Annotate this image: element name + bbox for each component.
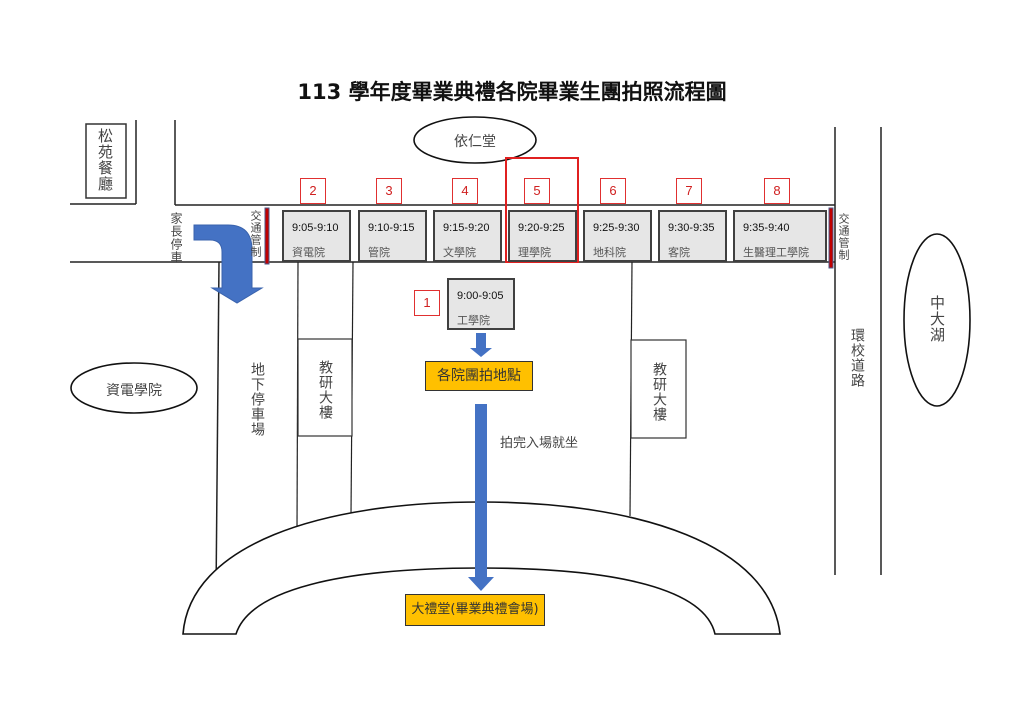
auditorium-box[interactable]: 大禮堂(畢業典禮會場) [405, 594, 545, 626]
college-box-4[interactable]: 9:15-9:20 文學院 [433, 210, 502, 262]
college-time: 9:25-9:30 [593, 222, 640, 234]
college-name: 資電院 [292, 246, 325, 259]
college-time: 9:35-9:40 [743, 222, 790, 234]
research-building-right [630, 339, 687, 439]
order-badge-6: 6 [600, 178, 626, 204]
lake-label: 中大湖 [928, 295, 946, 343]
order-badge-5: 5 [524, 178, 550, 204]
college-time: 9:05-9:10 [292, 222, 339, 234]
college-name: 工學院 [457, 314, 490, 327]
college-box-7[interactable]: 9:30-9:35 客院 [658, 210, 727, 262]
traffic-barrier-right [828, 207, 834, 269]
order-badge-8: 8 [764, 178, 790, 204]
order-badge-1: 1 [414, 290, 440, 316]
college-name: 管院 [368, 246, 390, 259]
traffic-control-right-label: 交通管制 [837, 213, 850, 261]
highlight-frame [505, 157, 579, 263]
college-name: 地科院 [593, 246, 626, 259]
college-time: 9:00-9:05 [457, 290, 504, 302]
traffic-control-left-label: 交通管制 [249, 210, 262, 258]
college-name: 客院 [668, 246, 690, 259]
parent-parking-label: 家長停車 [169, 212, 183, 264]
restaurant-building [85, 123, 127, 199]
college-time: 9:10-9:15 [368, 222, 415, 234]
down-arrow-long [468, 404, 494, 591]
research-building-right-label: 教研大樓 [651, 362, 667, 422]
restaurant-label: 松苑餐廳 [96, 128, 114, 192]
research-building-left [297, 338, 353, 437]
college-box-6[interactable]: 9:25-9:30 地科院 [583, 210, 652, 262]
order-badge-2: 2 [300, 178, 326, 204]
college-name: 理學院 [518, 246, 551, 259]
order-badge-3: 3 [376, 178, 402, 204]
college-name: 生醫理工學院 [743, 246, 809, 259]
college-box-8[interactable]: 9:35-9:40 生醫理工學院 [733, 210, 827, 262]
underground-parking-label: 地下停車場 [249, 362, 265, 437]
college-time: 9:15-9:20 [443, 222, 490, 234]
college-name: 文學院 [443, 246, 476, 259]
walk-instruction: 拍完入場就坐 [500, 436, 579, 451]
parking-lane-edge [215, 261, 220, 596]
yiren-hall-label: 依仁堂 [454, 134, 496, 150]
yiren-hall-ellipse [413, 116, 537, 164]
college-box-2[interactable]: 9:05-9:10 資電院 [282, 210, 351, 262]
research-building-left-label: 教研大樓 [317, 360, 333, 420]
college-time: 9:30-9:35 [668, 222, 715, 234]
college-box-1[interactable]: 9:00-9:05 工學院 [447, 278, 515, 330]
eecs-college-ellipse [70, 362, 198, 414]
order-badge-4: 4 [452, 178, 478, 204]
college-box-5[interactable]: 9:20-9:25 理學院 [508, 210, 577, 262]
order-badge-7: 7 [676, 178, 702, 204]
college-box-3[interactable]: 9:10-9:15 管院 [358, 210, 427, 262]
down-arrow-small [470, 333, 492, 357]
lake-ellipse [903, 233, 971, 407]
college-time: 9:20-9:25 [518, 222, 565, 234]
parking-turn-arrow [193, 224, 264, 304]
page-title: 113 學年度畢業典禮各院畢業生團拍照流程圖 [297, 80, 727, 104]
eecs-college-label: 資電學院 [106, 383, 162, 399]
photo-location-box[interactable]: 各院團拍地點 [425, 361, 533, 391]
traffic-barrier-left [264, 207, 270, 265]
ring-road-label: 環校道路 [849, 328, 865, 388]
